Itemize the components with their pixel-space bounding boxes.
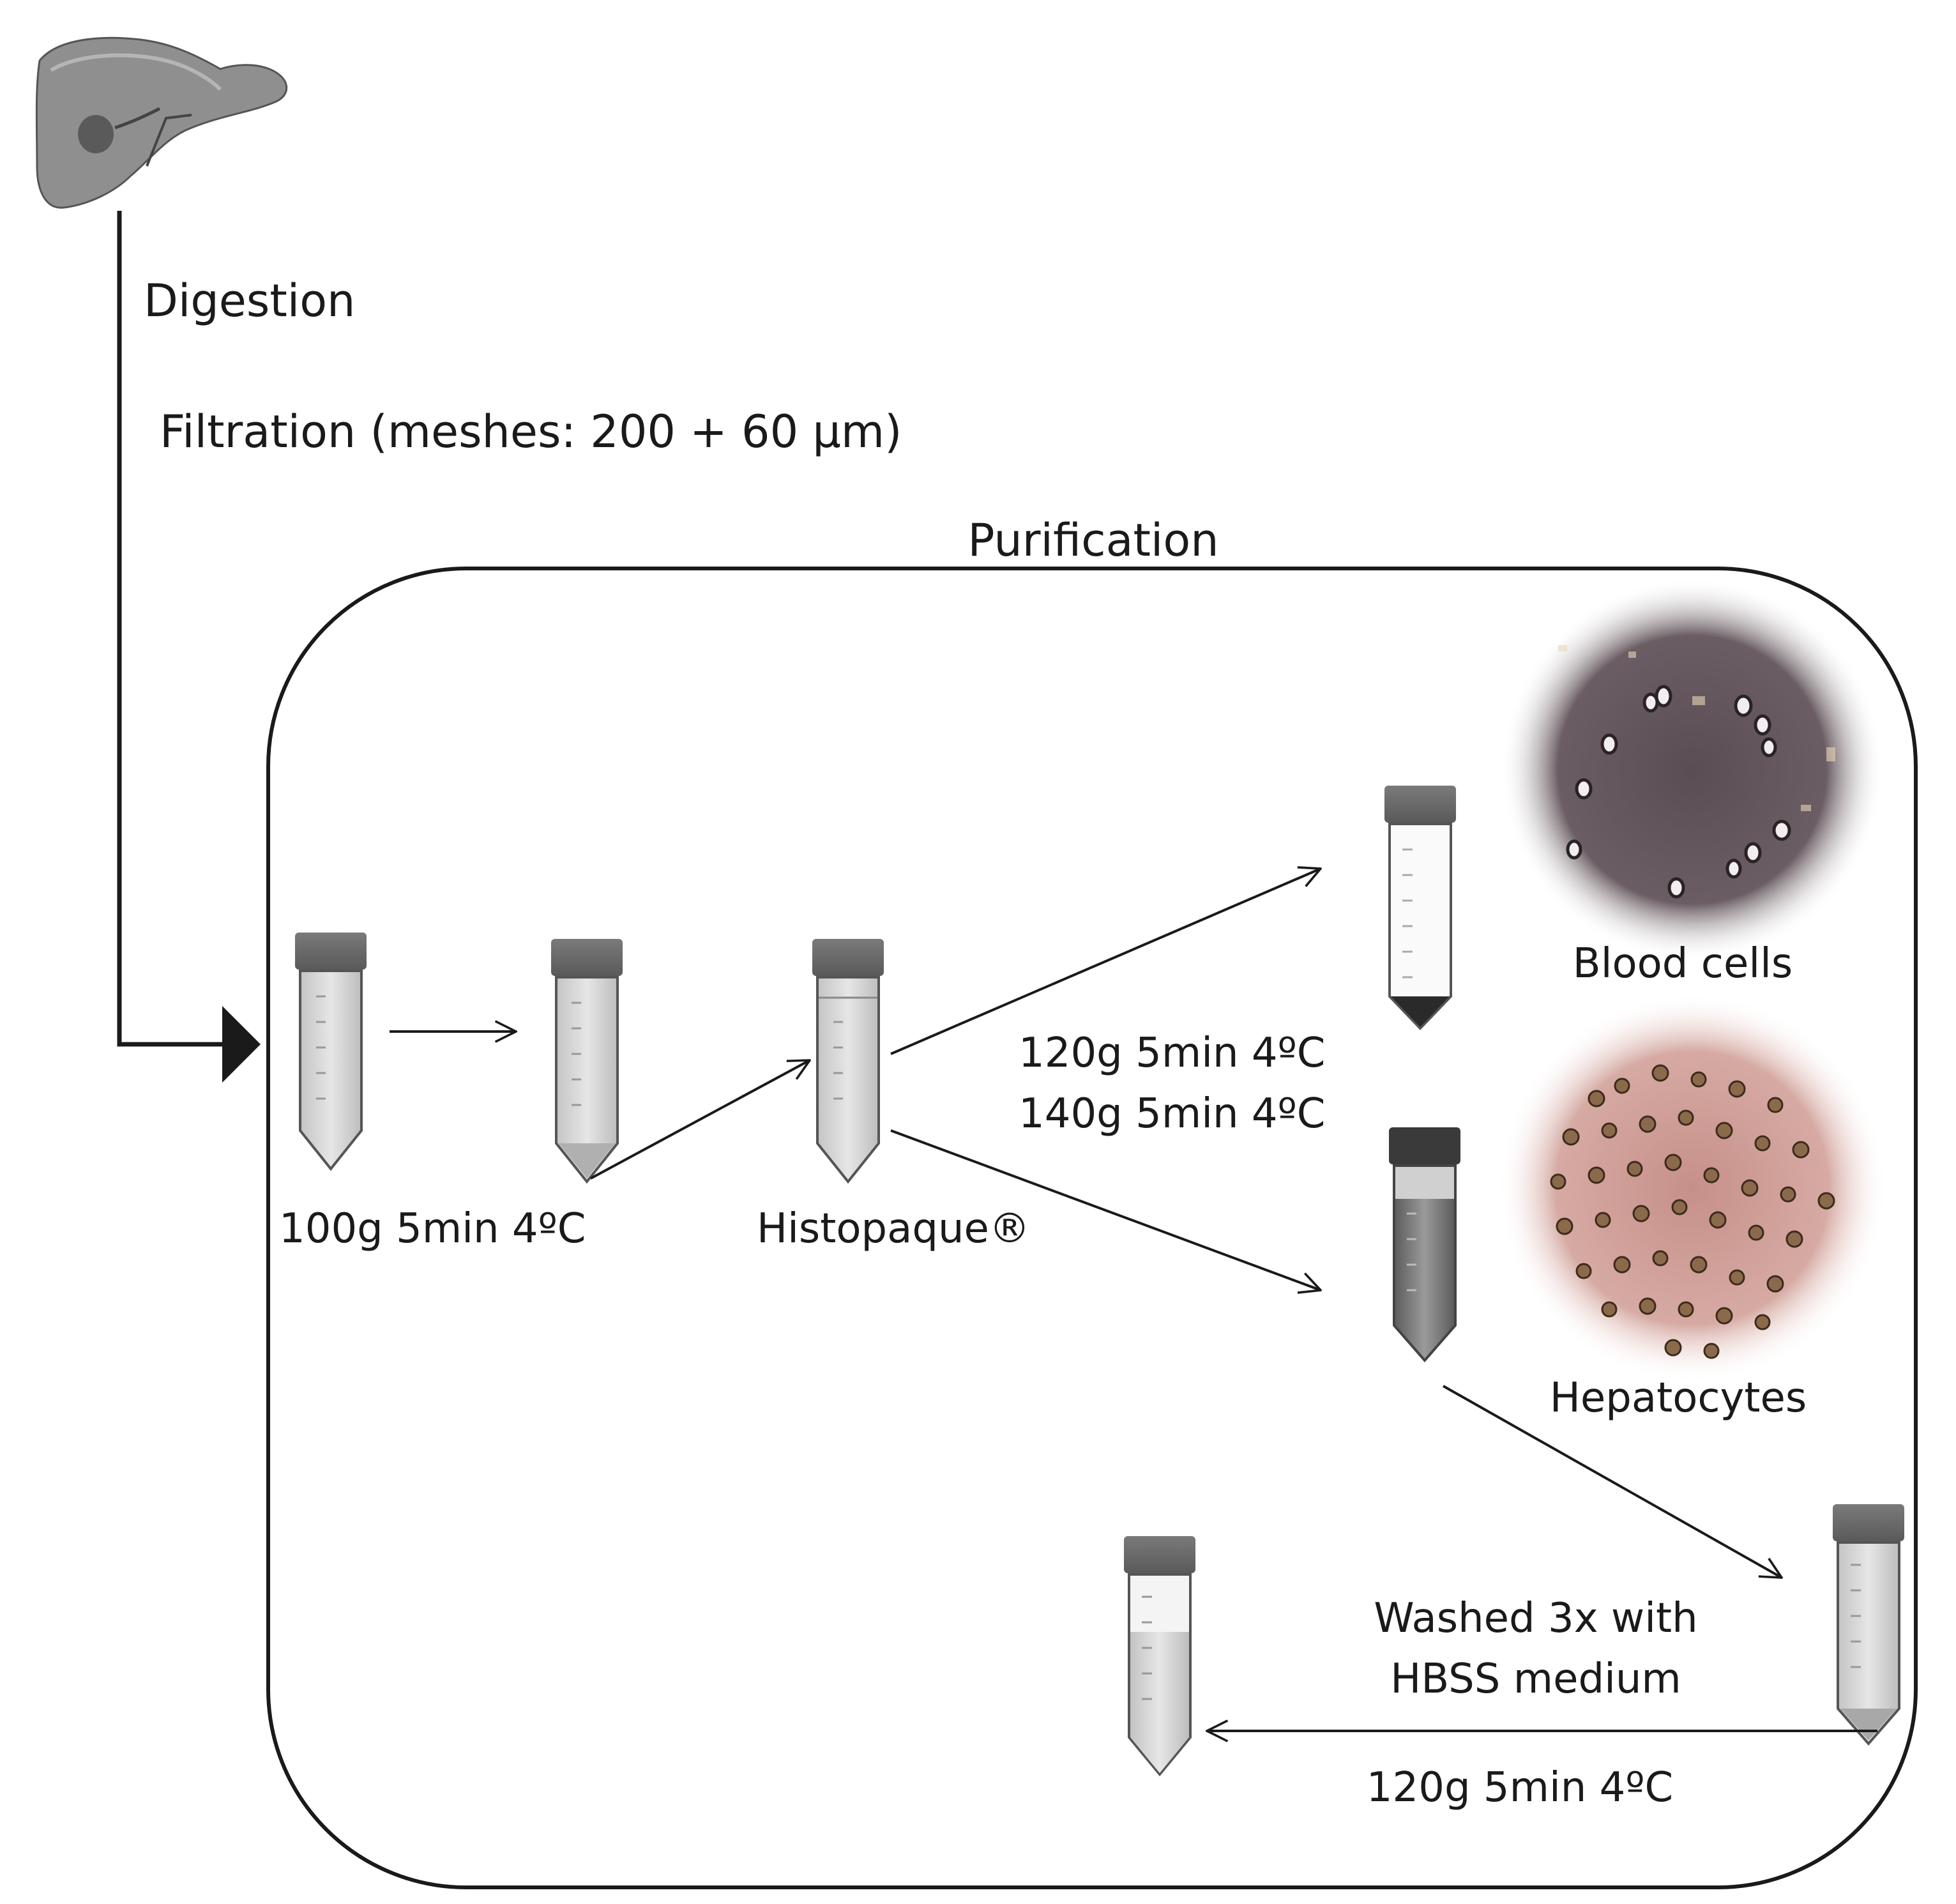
split-centrifuge-line2: 140g 5min 4ºC bbox=[1019, 1090, 1325, 1138]
tube-final bbox=[1124, 1536, 1195, 1777]
arrow-to-wash-tube bbox=[1443, 1385, 1782, 1578]
histopaque-label: Histopaque® bbox=[757, 1205, 1030, 1253]
purification-title: Purification bbox=[967, 514, 1218, 567]
hepatocytes-label: Hepatocytes bbox=[1550, 1375, 1807, 1422]
split-centrifuge-line1: 120g 5min 4ºC bbox=[1019, 1030, 1325, 1077]
arrow-to-blood-fraction bbox=[890, 869, 1321, 1055]
tube-1 bbox=[295, 933, 367, 1171]
wash-label-line2: HBSS medium bbox=[1390, 1656, 1681, 1703]
tube-hepatocyte-fraction bbox=[1389, 1127, 1460, 1363]
final-centrifuge-label: 120g 5min 4ºC bbox=[1367, 1764, 1673, 1811]
arrow-to-hepatocyte-fraction bbox=[890, 1129, 1321, 1290]
tube-blood-fraction bbox=[1384, 786, 1456, 1030]
tube-histopaque bbox=[812, 939, 884, 1184]
tube-2 bbox=[551, 939, 623, 1184]
blood-cells-micrograph bbox=[1501, 578, 1884, 961]
digestion-label: Digestion bbox=[144, 275, 355, 327]
main-flow-arrow bbox=[117, 211, 261, 1083]
wash-label-line1: Washed 3x with bbox=[1374, 1595, 1697, 1642]
blood-cells-label: Blood cells bbox=[1573, 940, 1793, 987]
filtration-label: Filtration (meshes: 200 + 60 µm) bbox=[160, 406, 902, 458]
purification-box bbox=[266, 567, 1918, 1889]
hepatocytes-micrograph bbox=[1497, 993, 1887, 1383]
arrow-tube2-to-histopaque bbox=[590, 1060, 810, 1180]
liver-icon bbox=[35, 36, 288, 209]
tube-wash bbox=[1833, 1504, 1904, 1746]
first-centrifuge-label: 100g 5min 4ºC bbox=[279, 1205, 586, 1253]
